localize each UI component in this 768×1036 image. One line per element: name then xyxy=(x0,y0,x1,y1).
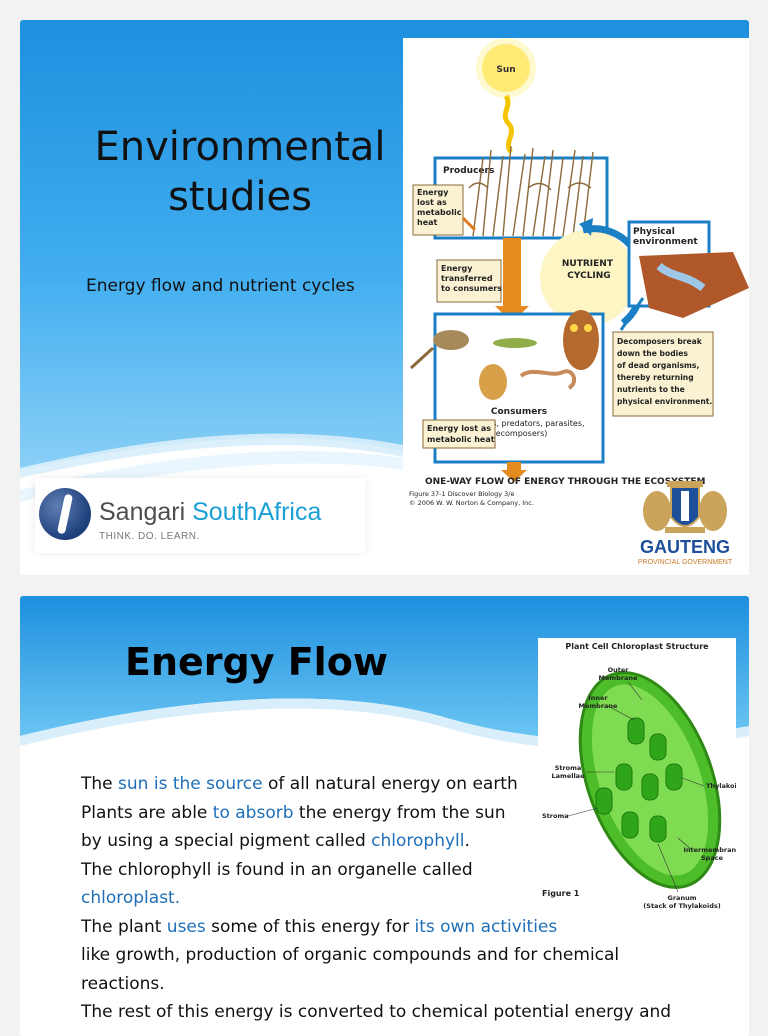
svg-text:Energy lost as: Energy lost as metabolic heat xyxy=(417,188,464,227)
sangari-logo-icon xyxy=(39,488,91,540)
highlight-chlorophyll: chlorophyll xyxy=(371,831,465,851)
body-line-3: by using a special pigment called chloro… xyxy=(81,831,470,851)
decomposers-box xyxy=(612,331,714,417)
body-line-6: The plant uses some of this energy for i… xyxy=(81,916,558,937)
slide-title: Environmental studies xyxy=(80,122,400,222)
heat-loss-box-bottom xyxy=(422,419,496,449)
energy-transferred-box xyxy=(436,259,502,303)
svg-text:Figure 37-1 Discover Biology: Figure 37-1 Discover Biology 3/e © 2006 … xyxy=(409,490,534,507)
svg-text:(herbivores, predators, parasi: (herbivores, predators, parasites, decom… xyxy=(451,419,587,438)
highlight-absorb: to absorb xyxy=(212,802,294,823)
coat-of-arms-icon xyxy=(643,481,727,533)
sunlight-ray-icon xyxy=(502,94,515,154)
gauteng-sub: PROVINCIAL GOVERNMENT xyxy=(637,559,733,566)
slide-environmental-studies: Environmental studies Energy flow and nu… xyxy=(20,20,749,575)
nutrient-cycling-circle xyxy=(540,230,636,326)
energy-flow-diagram: Sun Producers Energy lost as metabolic h… xyxy=(403,38,749,508)
energy-flow-arrow xyxy=(503,238,521,308)
title-line-2: studies xyxy=(168,174,312,220)
mushroom-icon xyxy=(479,364,507,400)
body-line-8: reactions. xyxy=(81,973,165,994)
worm-icon xyxy=(519,369,577,390)
gauteng-name: GAUTENG xyxy=(640,537,730,557)
svg-text:Energy transferred: Energy transferred to consumers xyxy=(441,264,502,293)
figure-label: Figure 1 xyxy=(542,889,580,898)
svg-text:Physical environment: Physical environment xyxy=(633,227,698,247)
brand-tagline: THINK. DO. LEARN. xyxy=(99,531,200,542)
body-line-4: The chlorophyll is found in an organelle… xyxy=(81,859,473,880)
body-line-2: Plants are able to absorb the energy fro… xyxy=(81,802,506,823)
thylakoid-stacks-icon xyxy=(595,717,683,843)
highlight-uses: uses xyxy=(166,916,206,937)
svg-text:Granum(Stack of Thylakoids): Granum(Stack of Thylakoids) xyxy=(643,894,720,910)
grasshopper-icon xyxy=(493,338,537,348)
gauteng-logo: GAUTENG PROVINCIAL GOVERNMENT xyxy=(635,477,735,569)
brand-name: Sangari SouthAfrica xyxy=(99,498,322,526)
body-line-1: The sun is the source of all natural ene… xyxy=(81,774,518,794)
body-text: The sun is the source of all natural ene… xyxy=(81,770,681,1027)
svg-text:Energy lost as metabol: Energy lost as metabolic heat xyxy=(427,424,495,444)
slide-subtitle: Energy flow and nutrient cycles xyxy=(86,276,355,296)
grass-plants-icon xyxy=(468,145,594,237)
svg-text:Stroma: Stroma xyxy=(542,812,569,820)
sangari-logo: Sangari SouthAfrica THINK. DO. LEARN. xyxy=(35,478,365,553)
producers-label: Producers xyxy=(443,166,494,176)
chloroplast-title: Plant Cell Chloroplast Structure xyxy=(565,642,709,651)
slide-energy-flow: Energy Flow Plant Cell Chloroplast Struc… xyxy=(20,596,749,1036)
owl-icon xyxy=(563,310,599,370)
body-line-7: like growth, production of organic compo… xyxy=(81,945,620,965)
heat-loss-box-top xyxy=(412,184,464,236)
diagram-caption: ONE-WAY FLOW OF ENERGY THROUGH THE ECOSY… xyxy=(425,477,705,487)
consumers-label: Consumers xyxy=(491,407,547,417)
slide-title: Energy Flow xyxy=(125,640,388,684)
svg-text:Thylakoid: Thylakoid xyxy=(706,782,736,790)
highlight-own-activities: its own activities xyxy=(414,916,558,937)
title-line-1: Environmental xyxy=(94,124,386,170)
svg-text:Decomposers break down: Decomposers break down the bodies of dea… xyxy=(617,337,712,406)
heat-arrow-icon xyxy=(461,216,477,232)
highlight-chloroplast: chloroplast. xyxy=(81,888,181,908)
svg-text:NUTRIENT CYCLING: NUTRIENT CYCLING xyxy=(562,259,616,281)
sun-label: Sun xyxy=(496,65,515,75)
bird-icon xyxy=(433,330,469,350)
highlight-sun-source: sun is the source xyxy=(118,774,263,794)
body-line-9: The rest of this energy is converted to … xyxy=(81,1002,672,1022)
